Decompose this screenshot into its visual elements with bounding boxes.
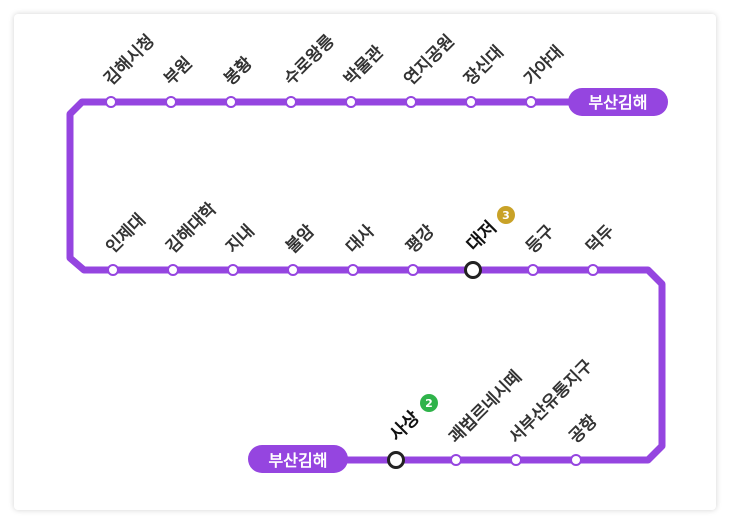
station-dot [407, 264, 419, 276]
station-dot [465, 96, 477, 108]
station-gayadae[interactable]: 가야대 [520, 42, 568, 108]
station-injedae[interactable]: 인제대 [102, 210, 150, 276]
line-track [66, 98, 666, 464]
station-label: 박물관 [340, 42, 388, 90]
station-label: 연지공원 [400, 31, 458, 89]
station-dot [347, 264, 359, 276]
station-dot [105, 96, 117, 108]
terminal-bottom-pill [248, 445, 348, 473]
station-label: 가야대 [520, 42, 567, 89]
station-dot [287, 264, 299, 276]
station-dot [510, 454, 522, 466]
station-dot [570, 454, 582, 466]
station-label: 대사 [342, 221, 379, 258]
station-label: 등구 [522, 221, 559, 258]
terminal-top-label: 부산김해 [589, 93, 648, 112]
station-dot [527, 264, 539, 276]
terminal-top-pill [568, 88, 668, 116]
station-museum[interactable]: 박물관 [340, 42, 388, 108]
station-dot [450, 454, 462, 466]
station-label: 봉황 [220, 53, 257, 90]
station-seobusan-distribution[interactable]: 서부산유통지구 [505, 356, 597, 466]
terminal-top[interactable]: 부산김해 [568, 88, 668, 116]
station-suro-tomb[interactable]: 수로왕릉 [280, 31, 339, 108]
station-label: 장신대 [460, 42, 507, 89]
station-dot [107, 264, 119, 276]
terminal-bottom-label: 부산김해 [269, 451, 328, 470]
station-dot [165, 96, 177, 108]
station-yeonji-park[interactable]: 연지공원 [400, 31, 459, 108]
station-label: 김해시청 [100, 30, 159, 89]
station-dot [587, 264, 599, 276]
line-3-badge-number: 3 [502, 209, 510, 222]
station-label: 평강 [402, 221, 439, 258]
station-jangsindae[interactable]: 장신대 [460, 42, 508, 108]
station-dot [345, 96, 357, 108]
station-dot [227, 264, 239, 276]
station-label: 대저 [463, 217, 501, 255]
station-gwaebeop-renecite[interactable]: 괘법르네시떼 [445, 367, 526, 466]
station-dot [167, 264, 179, 276]
station-label: 인제대 [102, 210, 149, 257]
station-gimhae-city-hall[interactable]: 김해시청 [100, 30, 159, 108]
station-gimhae-college[interactable]: 김해대학 [162, 199, 221, 276]
station-label: 김해대학 [162, 199, 221, 258]
station-label: 사상 [386, 407, 425, 446]
line-2-badge-number: 2 [425, 397, 433, 410]
transfer-station-dot [387, 451, 405, 469]
line-2-badge-icon [420, 394, 438, 412]
transfer-station-dot [464, 261, 482, 279]
station-label: 공항 [565, 410, 602, 447]
station-label: 부원 [160, 53, 196, 89]
station-sasang[interactable]: 사상 2 [386, 394, 438, 469]
station-label: 지내 [222, 221, 258, 257]
station-label: 불암 [282, 221, 319, 258]
station-dot [225, 96, 237, 108]
terminal-bottom[interactable]: 부산김해 [248, 445, 348, 473]
station-dot [405, 96, 417, 108]
station-label: 수로왕릉 [280, 31, 339, 90]
station-dot [285, 96, 297, 108]
line-3-badge-icon [497, 206, 515, 224]
station-label: 덕두 [582, 221, 619, 258]
station-dot [525, 96, 537, 108]
